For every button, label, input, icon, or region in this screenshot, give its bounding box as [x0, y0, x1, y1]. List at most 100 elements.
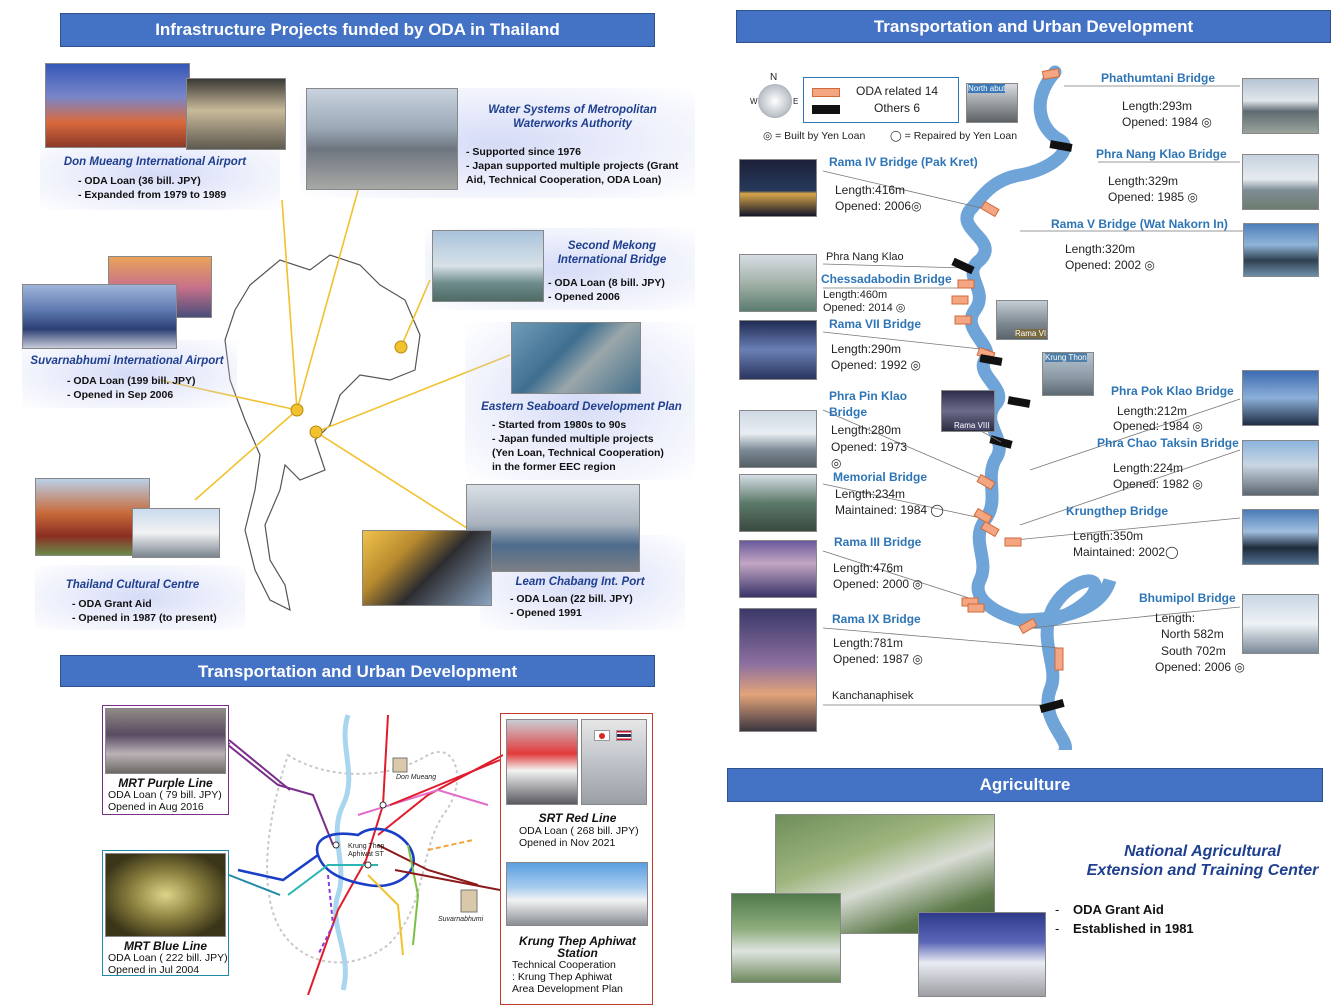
bridge-rama4-open: Opened: 2006◎ [835, 199, 922, 213]
phra-nang-klao-label: Phra Nang Klao [826, 251, 904, 263]
map-label-aphiwat: Aphiwat ST [348, 851, 385, 858]
port-details: - ODA Loan (22 bill. JPY) - Opened 1991 [510, 593, 633, 619]
mrt-blue-line2: Opened in Jul 2004 [108, 964, 200, 976]
memorial-photo [739, 474, 817, 532]
cultural-photo-1 [35, 478, 150, 556]
map-label-don-mueang: Don Mueang [396, 774, 436, 781]
bridge-rama9-len: Length:781m [833, 636, 904, 650]
rama3-photo [739, 540, 817, 598]
agri-bullet-1: ODA Grant Aid [1073, 902, 1164, 917]
agri-bullet-2: Established in 1981 [1073, 921, 1194, 936]
thailand-flag-icon [616, 730, 632, 741]
srt-red-line1: ODA Loan ( 268 bill. JPY) [519, 825, 639, 837]
bridge-rama7-len: Length:290m [831, 342, 902, 356]
cultural-details: - ODA Grant Aid - Opened in 1987 (to pre… [72, 598, 217, 624]
bhumipol-photo [1242, 594, 1319, 654]
compass-n: N [770, 72, 778, 83]
mrt-purple-line2: Opened in Aug 2016 [108, 801, 204, 813]
bridge-phranangklao-len: Length:329m [1108, 174, 1179, 188]
krungthon-label: Krung Thon [1045, 353, 1087, 362]
rama6-photo: Rama VI [996, 300, 1048, 340]
bridge-rama5-len: Length:320m [1065, 242, 1136, 256]
mekong-photo [432, 230, 544, 302]
eastern-details: - Started from 1980s to 90s - Japan fund… [492, 419, 664, 473]
header-transport-right: Transportation and Urban Development [736, 10, 1331, 43]
station-line2: : Krung Thep Aphiwat [512, 971, 613, 983]
krungthep-photo [1242, 509, 1319, 565]
bridge-phrachaotaksin-len: Length:224m [1113, 461, 1184, 475]
rama9-photo [739, 608, 817, 732]
don-mueang-glow [40, 140, 280, 210]
bridge-phranangklao-name: Phra Nang Klao Bridge [1096, 147, 1227, 161]
eastern-photo [511, 322, 641, 394]
srt-red-box: SRT Red Line ODA Loan ( 268 bill. JPY) O… [500, 713, 653, 1005]
oda-marker-icon [812, 88, 840, 97]
bridge-phrachaotaksin-open: Opened: 1982 ◎ [1113, 477, 1203, 491]
port-title: Leam Chabang Int. Port [515, 576, 645, 588]
mrt-blue-photo [105, 853, 226, 937]
legend-built: ◎ = Built by Yen Loan [763, 130, 866, 142]
bridge-phrapinklao-mark: ◎ [831, 456, 842, 470]
suvarnabhumi-title: Suvarnabhumi International Airport [30, 355, 224, 367]
agri-dash-1: - [1055, 902, 1060, 917]
mekong-details: - ODA Loan (8 bill. JPY) - Opened 2006 [548, 277, 665, 303]
bridge-krungthep-name: Krungthep Bridge [1066, 504, 1168, 518]
bridge-rama4-len: Length:416m [835, 183, 906, 197]
bridge-phrapinklao-open: Opened: 1973 [831, 440, 908, 454]
header-infrastructure: Infrastructure Projects funded by ODA in… [60, 13, 655, 47]
suvarnabhumi-details: - ODA Loan (199 bill. JPY) - Opened in S… [67, 375, 196, 401]
compass-e: E [793, 97, 799, 106]
srt-red-line2: Opened in Nov 2021 [519, 837, 616, 849]
bridge-memorial-maint: Maintained: 1984 ◯ [835, 503, 944, 517]
bridge-phrapinklao-len: Length:280m [831, 423, 902, 437]
phathumtani-photo [1242, 78, 1319, 134]
bridge-phrapokklao-name: Phra Pok Klao Bridge [1111, 384, 1234, 398]
compass-icon [758, 84, 792, 118]
krungthon-photo: Krung Thon [1042, 352, 1094, 396]
eastern-title: Eastern Seaboard Development Plan [481, 401, 682, 413]
cultural-title: Thailand Cultural Centre [65, 579, 200, 591]
srt-red-photo-2 [581, 719, 647, 805]
water-details: - Supported since 1976 - Japan supported… [466, 146, 679, 186]
port-photo-2 [362, 530, 492, 606]
bridge-phrapokklao-len: Length:212m [1117, 404, 1188, 418]
bridge-memorial-len: Length:234m [835, 487, 906, 501]
station-line3: Area Development Plan [512, 983, 623, 995]
bridge-krungthep-len: Length:350m [1073, 529, 1144, 543]
mrt-purple-line1: ODA Loan ( 79 bill. JPY) [108, 789, 222, 801]
bridge-memorial-name: Memorial Bridge [833, 470, 928, 484]
mrt-purple-box: MRT Purple Line ODA Loan ( 79 bill. JPY)… [102, 705, 229, 815]
agri-bullets: -ODA Grant Aid -Established in 1981 [1055, 900, 1194, 938]
don-mueang-details: - ODA Loan (36 bill. JPY) - Expanded fro… [78, 175, 227, 201]
station-photo [506, 862, 648, 926]
mrt-blue-title: MRT Blue Line [123, 939, 208, 953]
japan-flag-icon [594, 730, 610, 741]
map-label-krung-thep: Krung Thep [348, 843, 385, 850]
mrt-blue-line1: ODA Loan ( 222 bill. JPY) [108, 952, 228, 964]
phrapinklao-photo [739, 410, 817, 468]
north-abut-label: North abut [968, 84, 1006, 93]
bridge-rama7-open: Opened: 1992 ◎ [831, 358, 921, 372]
rama4-photo [739, 159, 817, 217]
rama8-photo: Rama VIII [941, 390, 995, 432]
rama8-label: Rama VIII [954, 421, 990, 430]
bridge-chessadabodin-len: Length:460m [823, 289, 888, 301]
water-photo [306, 88, 458, 190]
bridge-phranangklao-open: Opened: 1985 ◎ [1108, 190, 1198, 204]
port-photo-1 [466, 484, 640, 572]
bridge-rama9-open: Opened: 1987 ◎ [833, 652, 923, 666]
bridge-phathumtani-name: Phathumtani Bridge [1101, 71, 1216, 85]
thailand-map [224, 254, 421, 612]
bridge-bhumipol-open: Opened: 2006 ◎ [1155, 660, 1245, 674]
kanchanaphisek-label: Kanchanaphisek [832, 690, 914, 702]
rama5-photo [1243, 223, 1319, 277]
bridge-rama5-open: Opened: 2002 ◎ [1065, 258, 1155, 272]
rama6-label: Rama VI [1015, 329, 1047, 338]
bridge-phrapinklao-name2: Bridge [829, 405, 868, 419]
bridge-markers [822, 68, 1243, 713]
north-abut-photo: North abut [966, 83, 1018, 123]
legend-box: ODA related 14 Others 6 [803, 77, 959, 123]
